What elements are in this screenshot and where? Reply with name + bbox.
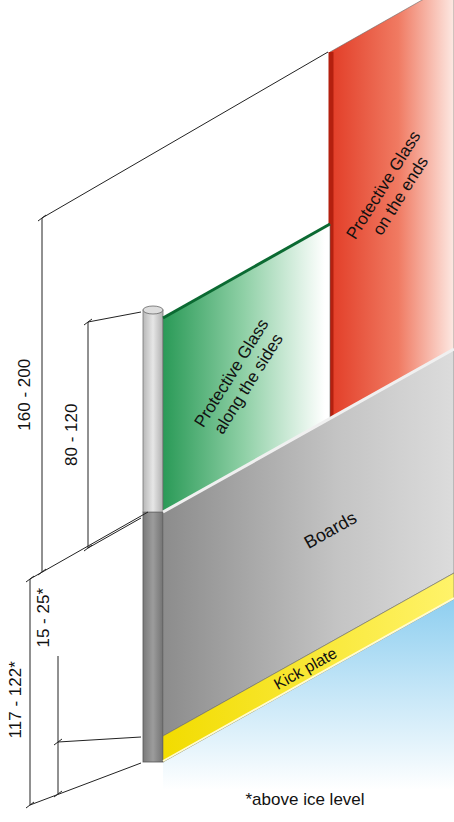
panel-edge bbox=[163, 224, 330, 318]
extension-line bbox=[88, 312, 141, 322]
post-lower bbox=[143, 512, 163, 762]
dimension-line bbox=[42, 218, 43, 572]
end-glass-panel: Protective Glass on the ends bbox=[330, 0, 454, 420]
dimension-label: 160 - 200 bbox=[15, 359, 35, 431]
dimension-line bbox=[88, 322, 89, 548]
dimension-label: 15 - 25* bbox=[34, 588, 54, 648]
kick-plate-band: Kick plate bbox=[163, 573, 454, 762]
extension-line bbox=[30, 763, 141, 805]
post-top bbox=[143, 306, 163, 314]
post-upper bbox=[143, 310, 163, 512]
extension-line bbox=[58, 737, 141, 742]
dimension-ticks bbox=[26, 215, 92, 808]
panel-edge bbox=[163, 349, 454, 512]
panel-fill bbox=[163, 573, 454, 762]
panel-fill bbox=[330, 0, 454, 420]
extension-line bbox=[42, 52, 328, 218]
panel-edge bbox=[163, 598, 454, 761]
extension-line bbox=[30, 512, 148, 579]
dimension-line bbox=[30, 579, 31, 805]
dimension-label: 117 - 122* bbox=[5, 661, 25, 738]
dimension-label: 80 - 120 bbox=[62, 404, 82, 466]
extension-line bbox=[88, 518, 141, 548]
dimension-line bbox=[58, 656, 59, 794]
note-label: *above ice level bbox=[246, 790, 365, 810]
